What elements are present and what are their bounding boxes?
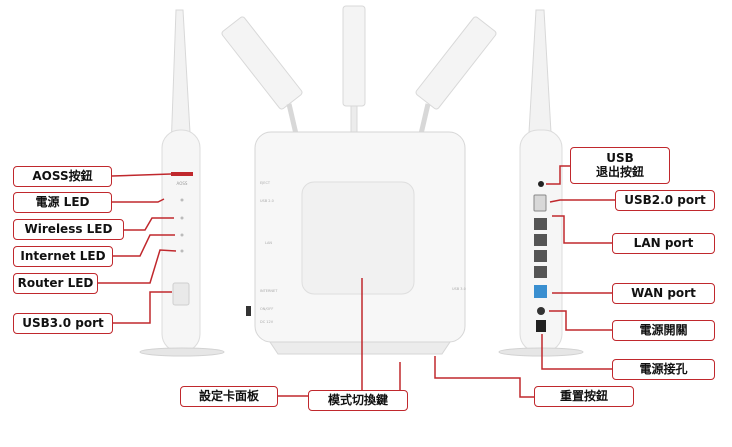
- front-view: EJECT USB 2.0 LAN INTERNET ON/OFF DC 12V…: [221, 5, 497, 355]
- front-stand: [269, 341, 451, 355]
- right-front-antenna: [415, 16, 497, 110]
- lan-port-3: [534, 250, 547, 262]
- power-led-callout: 電源 LED: [13, 192, 112, 213]
- back-view: [498, 9, 584, 357]
- usb3-port-shape: [172, 282, 190, 306]
- setting-card-panel-shape: [301, 181, 415, 295]
- power-switch-shape: [537, 307, 545, 315]
- power-led-dot: [180, 198, 184, 202]
- mode-switch-callout: 模式切換鍵: [308, 390, 408, 411]
- left-antenna: [170, 9, 192, 151]
- lan-port-4: [534, 266, 547, 278]
- left-side-view: AOSS: [139, 9, 225, 357]
- lan-port-2: [534, 234, 547, 246]
- front-eject-text: EJECT: [260, 181, 271, 185]
- mode-switch-shape: [246, 306, 251, 316]
- left-side-body: [161, 129, 201, 353]
- aoss-button-callout: AOSS按鈕: [13, 166, 112, 187]
- wireless-led-dot: [180, 216, 184, 220]
- power-jack-shape: [536, 320, 546, 332]
- usb3-port-callout: USB3.0 port: [13, 313, 113, 334]
- internet-led-dot: [180, 233, 184, 237]
- front-internet-text: INTERNET: [260, 289, 278, 293]
- front-usb30-text: USB 3.0: [452, 287, 466, 291]
- router-led-dot: [180, 249, 184, 253]
- left-front-antenna: [221, 16, 303, 110]
- aoss-side-text: AOSS: [177, 181, 188, 186]
- center-antenna-stem: [350, 105, 358, 135]
- wan-port-shape: [534, 285, 547, 298]
- front-dc-text: DC 12V: [260, 320, 274, 324]
- front-onoff-text: ON/OFF: [260, 307, 273, 311]
- front-lan-text: LAN: [265, 241, 272, 245]
- internet-led-callout: Internet LED: [13, 246, 113, 267]
- usb-eject-line2: 退出按鈕: [595, 164, 644, 179]
- wan-port-callout: WAN port: [612, 283, 715, 304]
- setting-card-callout: 設定卡面板: [180, 386, 278, 407]
- power-jack-callout: 電源接孔: [612, 359, 715, 380]
- lan-port-1: [534, 218, 547, 230]
- wireless-led-callout: Wireless LED: [13, 219, 124, 240]
- router-led-callout: Router LED: [13, 273, 98, 294]
- aoss-button-shape: [171, 172, 193, 176]
- usb-eject-callout: USB 退出按鈕: [570, 147, 670, 184]
- usb-eject-line1: USB: [606, 150, 634, 165]
- usb2-port-callout: USB2.0 port: [615, 190, 715, 211]
- left-stand: [139, 347, 225, 357]
- usb2-port-shape: [533, 194, 547, 212]
- reset-button-callout: 重置按鈕: [534, 386, 634, 407]
- right-stand: [498, 347, 584, 357]
- right-antenna: [527, 9, 553, 151]
- power-switch-callout: 電源開關: [612, 320, 715, 341]
- front-usb-text: USB 2.0: [260, 199, 274, 203]
- lan-port-callout: LAN port: [612, 233, 715, 254]
- usb-eject-shape: [538, 181, 544, 187]
- center-antenna: [342, 5, 366, 107]
